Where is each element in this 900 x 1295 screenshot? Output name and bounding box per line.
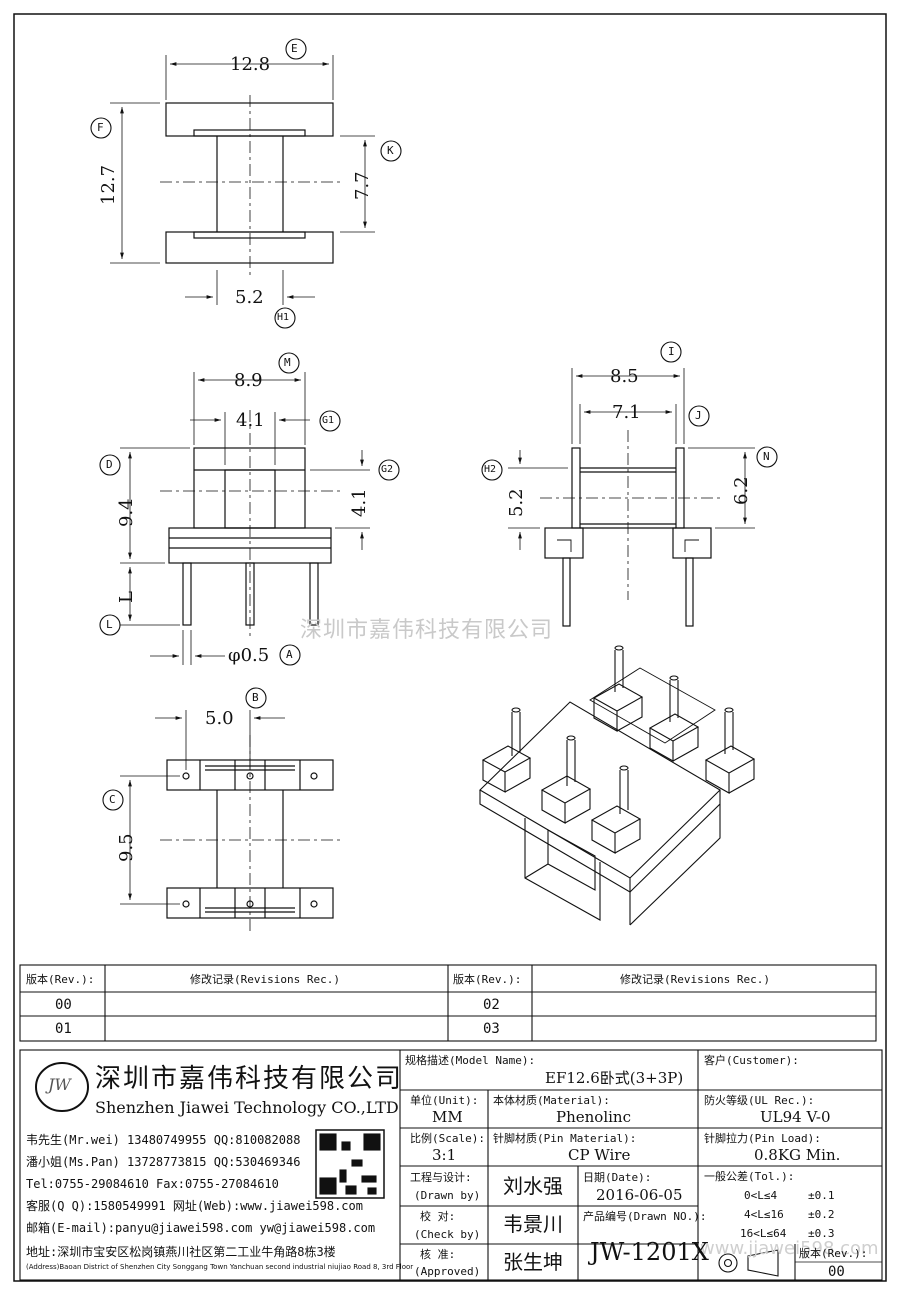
callout-f: F [97,121,104,134]
callout-h2: H2 [484,464,497,475]
material-label: 本体材质(Material): [493,1094,610,1107]
company-logo: JW [48,1075,71,1094]
tol-range: 0<L≤4 [744,1189,778,1202]
drawn-by-sub: (Drawn by) [414,1189,481,1202]
unit-label: 单位(Unit): [410,1094,479,1107]
dim-b: 5.0 [205,708,234,729]
isometric-view [479,645,756,926]
callout-i: I [668,345,675,358]
top-view [110,55,375,305]
dim-g1: 4.1 [236,410,265,431]
revision-table-grid [19,964,877,1042]
model-label: 规格描述(Model Name): [405,1054,536,1067]
front-view [120,372,370,665]
rev-row-right: 03 [483,1021,500,1037]
watermark-url: www.jjawei598.com [700,1238,879,1259]
dim-e: 12.8 [230,54,271,75]
callout-h1: H1 [277,312,290,323]
contact-line: 客服(Q Q):1580549991 网址(Web):www.jiawei598… [26,1199,363,1213]
pin-material-value: CP Wire [568,1146,631,1164]
material-value: Phenolinc [556,1108,631,1126]
scale-label: 比例(Scale): [410,1132,485,1145]
rev-label: 版本(Rev.): [799,1247,868,1260]
rev-value: 00 [828,1264,845,1280]
drawn-by-value: 刘水强 [503,1174,563,1198]
date-label: 日期(Date): [583,1171,652,1184]
callout-b: B [252,691,259,704]
tol-value: ±0.1 [808,1189,835,1202]
contact-line: 韦先生(Mr.wei) 13480749955 QQ:810082088 [26,1133,301,1147]
callout-a: A [286,648,293,661]
tol-range: 4<L≤16 [744,1208,784,1221]
approved-sub: (Approved) [414,1265,481,1278]
contact-line: Tel:0755-29084610 Fax:0755-27084610 [26,1177,279,1191]
callout-k: K [387,144,394,157]
check-by-value: 韦景川 [503,1212,563,1236]
contact-line: 潘小姐(Ms.Pan) 13728773815 QQ:530469346 [26,1155,301,1169]
dim-f: 12.7 [98,164,119,205]
callout-j: J [695,409,702,422]
scale-value: 3:1 [432,1146,457,1164]
tol-range: 16<L≤64 [740,1227,787,1240]
callout-n: N [763,450,770,463]
drawn-no-value: JW-1201X [590,1238,709,1266]
contact-line: 邮箱(E-mail):panyu@jiawei598.com yw@jiawei… [26,1221,376,1235]
side-view [508,368,755,627]
callout-c: C [109,793,116,806]
dim-i: 8.5 [610,366,639,387]
rec-header-right: 修改记录(Revisions Rec.) [620,973,770,986]
dim-j: 7.1 [612,402,641,423]
callout-m: M [284,356,291,369]
rev-header-left: 版本(Rev.): [26,973,95,986]
watermark: 深圳市嘉伟科技有限公司 [300,618,554,643]
model-value: EF12.6卧式(3+3P) [545,1069,684,1087]
rev-row-right: 02 [483,997,500,1013]
rev-row-left: 01 [55,1021,72,1037]
dim-m: 8.9 [234,370,263,391]
dim-n: 6.2 [731,476,752,505]
dim-a: φ0.5 [228,645,270,666]
title-block-grid [19,1049,883,1281]
dim-h2: 5.2 [506,488,527,517]
check-by-sub: (Check by) [414,1228,481,1241]
tol-value: ±0.3 [808,1227,835,1240]
dim-l: L [116,591,137,603]
dim-d: 9.4 [116,498,137,527]
callout-circles [90,38,778,811]
approved-label: 核 准: [420,1248,456,1261]
drawn-by-label: 工程与设计: [410,1171,472,1184]
tol-value: ±0.2 [808,1208,835,1221]
approved-value: 张生坤 [503,1250,563,1274]
tol-label: 一般公差(Tol.): [704,1170,795,1183]
address-en: (Address)Baoan District of Shenzhen City… [26,1263,414,1271]
ul-label: 防火等级(UL Rec.): [704,1094,815,1107]
rec-header-left: 修改记录(Revisions Rec.) [190,973,340,986]
check-by-label: 校 对: [420,1210,456,1223]
rev-row-left: 00 [55,997,72,1013]
date-value: 2016-06-05 [596,1186,683,1204]
bottom-view [120,710,340,935]
dim-g2: 4.1 [349,488,370,517]
dim-h1: 5.2 [235,287,264,308]
pin-load-value: 0.8KG Min. [754,1146,841,1164]
customer-label: 客户(Customer): [704,1054,799,1067]
pin-material-label: 针脚材质(Pin Material): [493,1132,637,1145]
drawn-no-label: 产品编号(Drawn NO.): [583,1210,707,1223]
pin-load-label: 针脚拉力(Pin Load): [704,1132,821,1145]
dim-c: 9.5 [116,833,137,862]
ul-value: UL94 V-0 [760,1108,831,1126]
company-name-cn: 深圳市嘉伟科技有限公司 [95,1064,404,1094]
dim-k: 7.7 [352,171,373,200]
unit-value: MM [432,1108,463,1126]
callout-g2: G2 [381,464,394,475]
callout-g1: G1 [322,415,335,426]
callout-e: E [291,42,298,55]
rev-header-right: 版本(Rev.): [453,973,522,986]
address-cn: 地址:深圳市宝安区松岗镇燕川社区第二工业牛角路8栋3楼 [26,1245,336,1259]
callout-d: D [106,458,113,471]
company-name-en: Shenzhen Jiawei Technology CO.,LTD [95,1098,399,1117]
callout-l: L [106,618,113,631]
